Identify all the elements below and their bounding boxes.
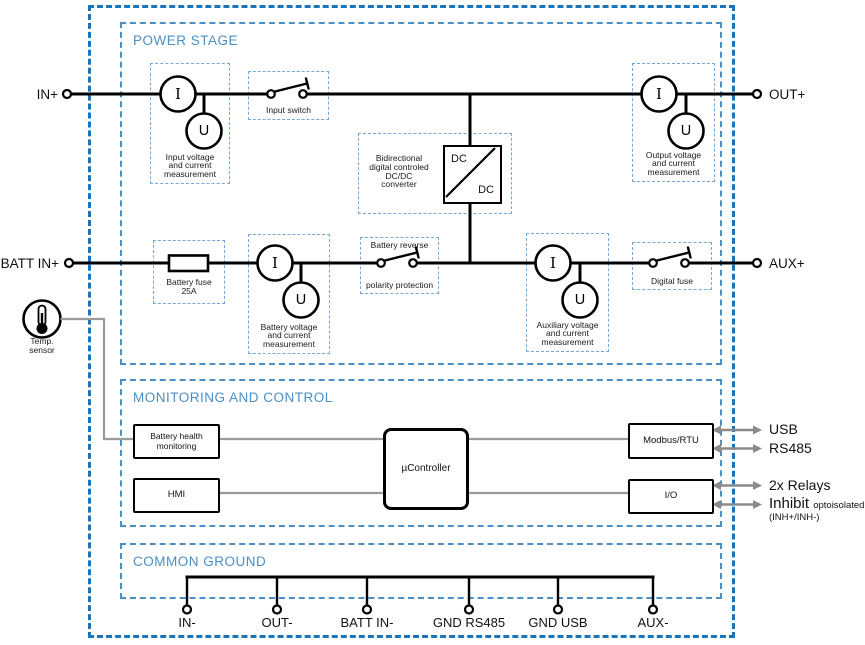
in-plus-label: IN+ [36,87,58,102]
aux-measurement-label: Auxiliary voltage and current measuremen… [536,319,599,348]
hmi-block: HMI [133,478,220,513]
battery-reverse-label-bottom: polarity protection [365,280,434,291]
battery-measurement-box: Battery voltage and current measurement [248,234,330,354]
relays-label: 2x Relays [769,477,831,493]
terminal-circles [61,88,763,269]
battery-health-block: Battery health monitoring [133,424,220,459]
batt-in-plus-label: BATT IN+ [0,256,59,271]
modbus-label: Modbus/RTU [643,434,699,446]
io-label: I/O [664,490,678,502]
thermometer-icon [22,299,62,339]
output-measurement-box: Output voltage and current measurement [632,63,715,182]
dcdc-diagonal [444,146,496,198]
dc-out-label: DC [478,183,494,196]
battery-fuse-label: Battery fuse 25A [166,277,212,297]
aux-voltage-meter-letter: U [574,291,586,308]
monitoring-title: MONITORING AND CONTROL [133,390,333,405]
inhibit-note: optoisolated [813,500,865,511]
input-switch-symbol [266,77,310,99]
power-stage-section: POWER STAGE [120,22,722,365]
converter-box: Bidirectional digital controled DC/DC co… [358,133,512,214]
gnd-batt-label: BATT IN- [340,615,394,630]
input-measurement-box: Input voltage and current measurement [150,63,230,184]
common-ground-section: COMMON GROUND [120,543,722,599]
common-ground-title: COMMON GROUND [133,554,267,569]
input-current-meter-letter: I [175,84,181,103]
digital-fuse-label: Digital fuse [650,276,694,287]
battery-current-meter-letter: I [272,253,278,272]
battery-health-label: Battery health monitoring [150,431,203,451]
gnd-rs485-label: GND RS485 [432,615,506,630]
inhibit-label: Inhibit optoisolated [769,495,865,512]
battery-measurement-label: Battery voltage and current measurement [260,321,318,350]
digital-fuse-box: Digital fuse [632,242,712,290]
out-plus-label: OUT+ [769,87,806,102]
gnd-out-label: OUT- [261,615,293,630]
temp-sensor-label: Temp. sensor [29,336,55,355]
output-measurement-label: Output voltage and current measurement [645,149,702,178]
input-measurement-label: Input voltage and current measurement [164,151,216,180]
power-stage-title: POWER STAGE [133,33,239,48]
hmi-label: HMI [167,489,186,501]
ground-bus [181,575,659,615]
modbus-block: Modbus/RTU [628,423,714,459]
aux-measurement-box: Auxiliary voltage and current measuremen… [526,233,609,352]
interface-arrows [712,425,762,509]
aux-plus-label: AUX+ [769,256,805,271]
io-block: I/O [628,479,714,514]
digital-fuse-switch-symbol [648,246,692,268]
battery-reverse-switch-symbol [376,246,420,268]
battery-voltage-meter-letter: U [295,291,307,308]
gnd-usb-label: GND USB [528,615,588,630]
gnd-aux-label: AUX- [637,615,669,630]
ucontroller-block: µController [383,428,469,510]
dc-in-label: DC [451,153,467,165]
dcdc-converter-block: DC DC [443,145,502,204]
output-current-meter-letter: I [656,84,662,103]
input-switch-label: Input switch [266,105,311,116]
meter-circles [159,75,705,319]
battery-reverse-box: Battery reverse polarity protection [360,237,439,294]
fuse-symbol [167,254,210,273]
ucontroller-label: µController [401,462,451,474]
control-wires [60,317,628,495]
outer-dashed-border [88,5,735,638]
battery-fuse-box: Battery fuse 25A [153,240,225,304]
input-voltage-meter-letter: U [198,122,210,139]
output-voltage-meter-letter: U [680,122,692,139]
battery-reverse-label-top: Battery reverse [370,240,429,250]
gnd-in-label: IN- [178,615,196,630]
inhibit-sub-label: (INH+/INH-) [769,512,820,523]
usb-label: USB [769,421,798,437]
aux-current-meter-letter: I [550,253,556,272]
converter-label: Bidirectional digital controled DC/DC co… [369,153,429,190]
rs485-label: RS485 [769,440,812,456]
